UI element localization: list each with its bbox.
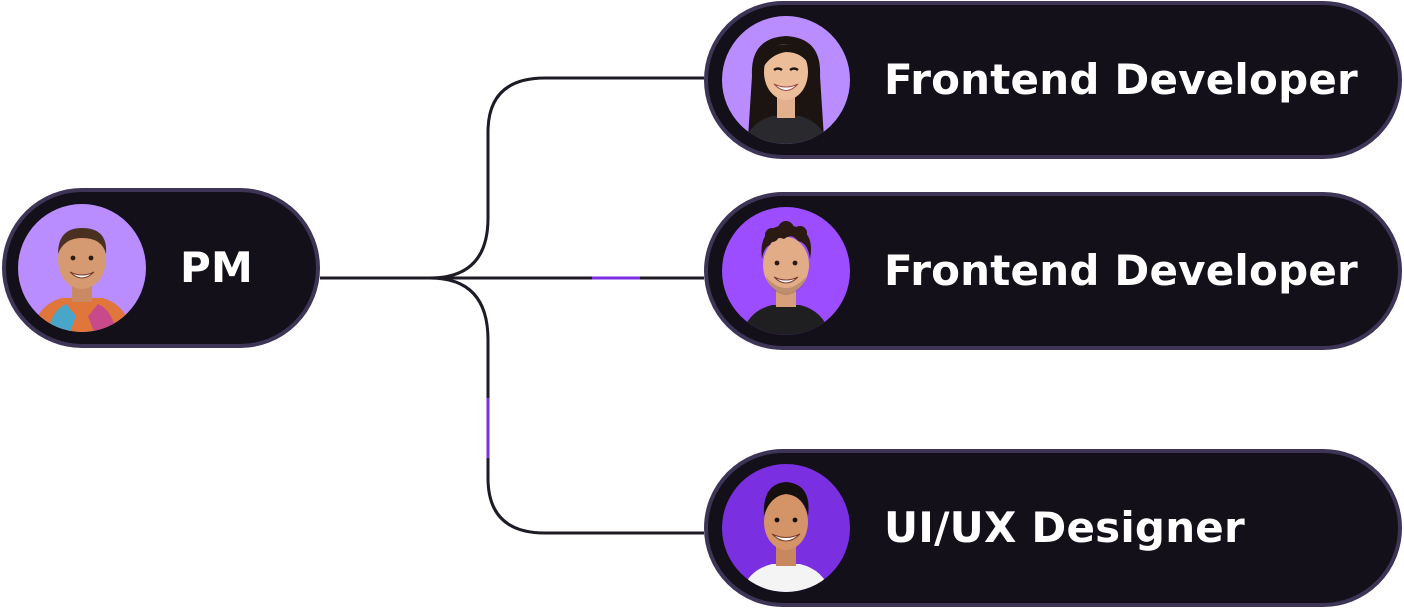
man-smiling-avatar-icon	[722, 464, 850, 592]
node-ui-ux-designer[interactable]: UI/UX Designer	[704, 449, 1402, 607]
node-frontend-developer-1[interactable]: Frontend Developer	[704, 1, 1402, 159]
man-smiling-avatar-icon	[18, 204, 146, 332]
woman-smiling-avatar-icon	[722, 16, 850, 144]
node-label-frontend-developer-2: Frontend Developer	[884, 246, 1358, 295]
man-smiling-avatar-icon	[722, 207, 850, 335]
node-frontend-developer-2[interactable]: Frontend Developer	[704, 192, 1402, 350]
node-label-frontend-developer-1: Frontend Developer	[884, 55, 1358, 104]
node-pm[interactable]: PM	[2, 188, 320, 348]
connector-to-frontend-developer-1	[320, 76, 704, 280]
connector-to-ui-ux-designer	[320, 276, 704, 535]
node-label-pm: PM	[180, 243, 253, 292]
node-label-ui-ux-designer: UI/UX Designer	[884, 503, 1245, 552]
